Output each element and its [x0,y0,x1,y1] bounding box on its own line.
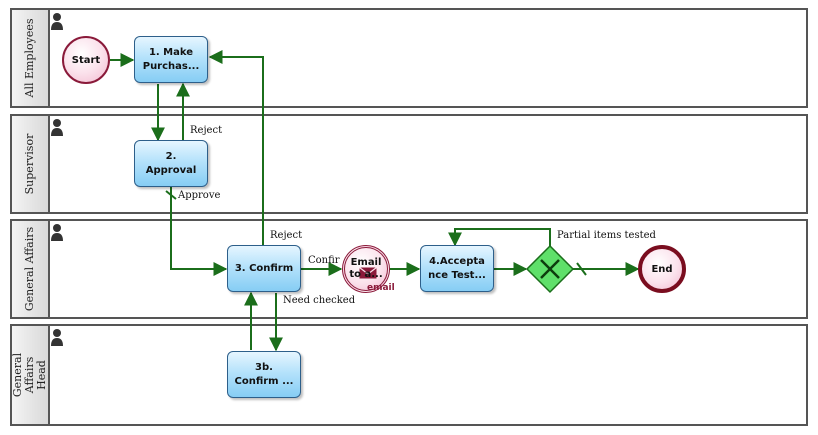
user-icon [51,224,63,241]
lane-header: Supervisor [12,116,50,212]
task-approval[interactable]: 2. Approval [134,140,208,187]
user-icon [51,119,63,136]
end-event[interactable]: End [638,245,686,293]
envelope-icon [359,267,377,279]
email-label: Email to a... [349,257,383,280]
user-icon [51,13,63,30]
edge-label-confirm: Confir [308,255,340,266]
edge-label-approve: Approve [178,190,221,201]
exclusive-gateway[interactable] [525,244,575,294]
task-confirm[interactable]: 3. Confirm [227,245,301,292]
task-acceptance-test[interactable]: 4.Accepta nce Test... [420,245,494,292]
lane-header: All Employees [12,10,50,106]
edge-label-need-checked: Need checked [283,295,356,306]
start-label: Start [71,54,101,66]
flow-confirm-reject[interactable] [208,50,264,245]
x-icon [540,259,560,279]
email-type-label: email [367,283,395,293]
edge-label-reject: Reject [270,230,303,241]
lane-header: General Affairs Head [11,326,50,424]
email-event[interactable]: Email to a... email [342,245,395,293]
default-flow-marker [165,190,177,200]
flow-gateway-partial[interactable] [448,228,551,247]
start-event[interactable]: Start [62,36,110,84]
task-confirm-b[interactable]: 3b. Confirm ... [227,351,301,398]
flow-approve-to-confirm[interactable] [170,187,228,276]
lane-general-affairs-head: General Affairs Head [10,324,808,426]
edge-label-reject: Reject [190,125,223,136]
lane-header: General Affairs [12,221,50,317]
task-make-purchase[interactable]: 1. Make Purchas... [134,36,208,83]
default-flow-marker [576,262,587,276]
edge-label-partial: Partial items tested [557,230,656,241]
end-label: End [651,263,673,275]
user-icon [51,329,63,346]
